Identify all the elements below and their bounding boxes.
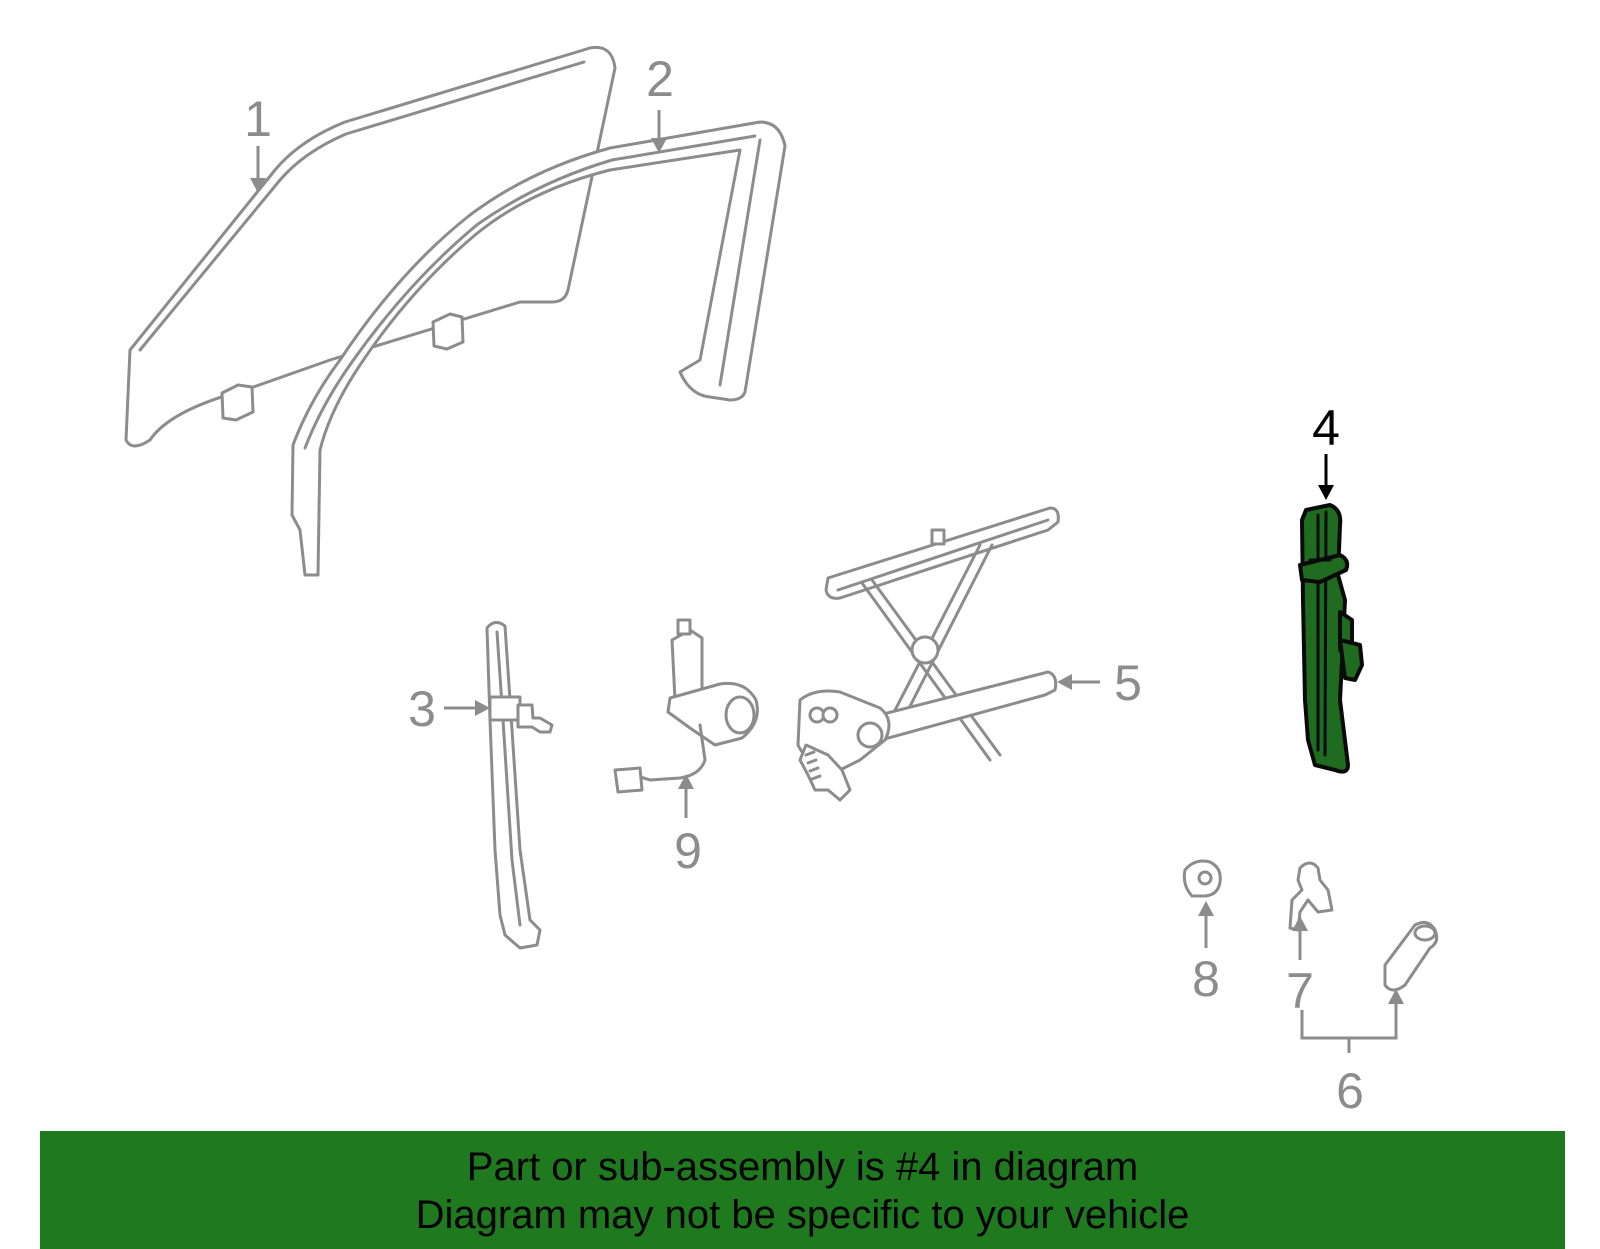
part-7-clip[interactable] — [1288, 861, 1334, 932]
part-6-roller[interactable] — [1383, 920, 1439, 992]
callout-8: 8 — [1192, 951, 1220, 1007]
callout-9: 9 — [674, 823, 702, 879]
part-3-guide-rail[interactable] — [485, 621, 554, 950]
callout-3: 3 — [408, 681, 436, 737]
callout-5: 5 — [1114, 655, 1142, 711]
callout-1: 1 — [244, 91, 272, 147]
part-2-run-channel[interactable] — [290, 120, 787, 577]
part-5-window-regulator[interactable] — [796, 506, 1060, 802]
callout-4: 4 — [1312, 400, 1340, 456]
part-1-door-glass[interactable] — [124, 45, 617, 448]
callout-7: 7 — [1286, 963, 1314, 1019]
part-9-window-motor[interactable] — [613, 618, 759, 794]
banner-line-1: Part or sub-assembly is #4 in diagram — [466, 1145, 1139, 1189]
callout-numbers: 1 2 3 4 5 6 7 8 9 — [244, 51, 1364, 1119]
info-banner: Part or sub-assembly is #4 in diagram Di… — [40, 1131, 1565, 1249]
part-4-regulator-assembly[interactable] — [1298, 503, 1364, 774]
leader-lines — [250, 110, 1404, 1053]
part-8-grommet[interactable] — [1182, 859, 1222, 898]
banner-line-2: Diagram may not be specific to your vehi… — [415, 1193, 1190, 1237]
callout-2: 2 — [646, 51, 674, 107]
callout-6: 6 — [1336, 1063, 1364, 1119]
